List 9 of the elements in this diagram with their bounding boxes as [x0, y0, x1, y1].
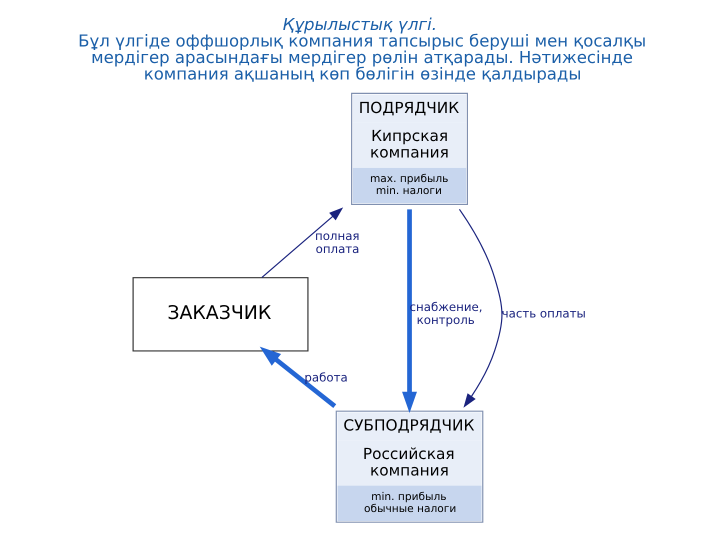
arrow — [458, 208, 502, 408]
node-box: ЗАКАЗЧИК — [132, 277, 308, 352]
edge-label: работа — [304, 370, 348, 385]
edge-label: часть оплаты — [501, 306, 586, 320]
diagram-title: Құрылыстық үлгі. — [282, 14, 436, 34]
edge-label: полная оплата — [314, 228, 360, 256]
arrow — [402, 209, 416, 414]
arrow — [261, 207, 343, 278]
arrow — [259, 346, 336, 408]
